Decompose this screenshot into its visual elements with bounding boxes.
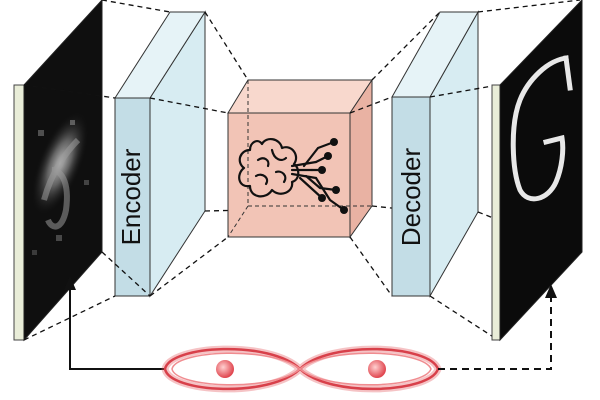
circuit-node-dots [318,138,348,214]
decoder-block: Decoder [391,10,479,298]
feedback-arrow-left [64,276,165,370]
connector-lines-left [23,0,171,341]
latent-cube [227,78,373,239]
reconstructed-g-glyph [510,55,573,202]
infinity-loop-icon [161,345,442,393]
output-image [491,0,583,342]
decoder-label: Decoder [396,148,426,247]
encoder-block: Encoder [114,10,206,298]
photon-right [368,360,386,378]
brain-circuit-icon [238,138,346,212]
input-image [13,0,103,342]
photon-left [216,360,234,378]
feedback-arrow-right-dashed [438,284,557,370]
encoder-label: Encoder [116,148,146,245]
connector-lines-center-left [149,11,249,297]
